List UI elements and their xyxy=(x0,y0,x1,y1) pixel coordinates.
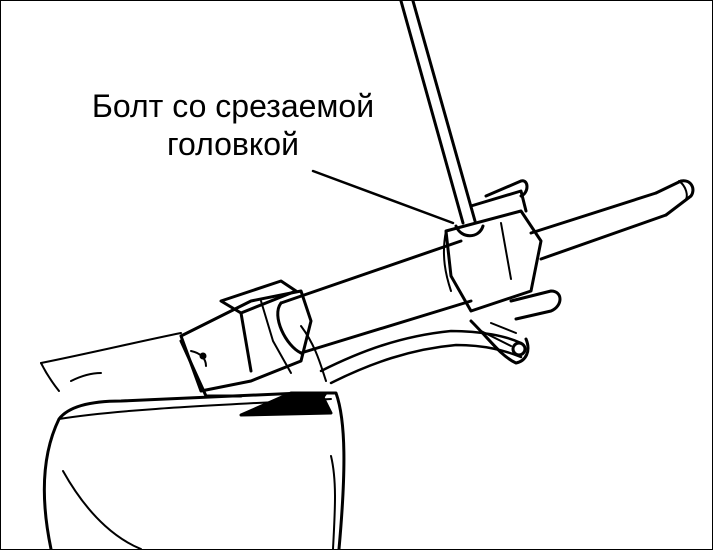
steering-column-tube xyxy=(276,239,473,355)
wrench-tool xyxy=(399,1,485,238)
bolt-callout-label: Болт со срезаемой головкой xyxy=(63,87,403,163)
callout-line-2: головкой xyxy=(167,126,299,162)
floor-outline xyxy=(40,332,182,392)
steering-shaft xyxy=(529,179,695,261)
callout-line-1: Болт со срезаемой xyxy=(91,88,375,124)
dashboard-panel xyxy=(42,391,346,549)
lower-bracket xyxy=(179,279,327,398)
upper-bracket xyxy=(442,179,562,321)
wiring-harness xyxy=(319,319,530,385)
callout-leader-line xyxy=(311,169,455,225)
